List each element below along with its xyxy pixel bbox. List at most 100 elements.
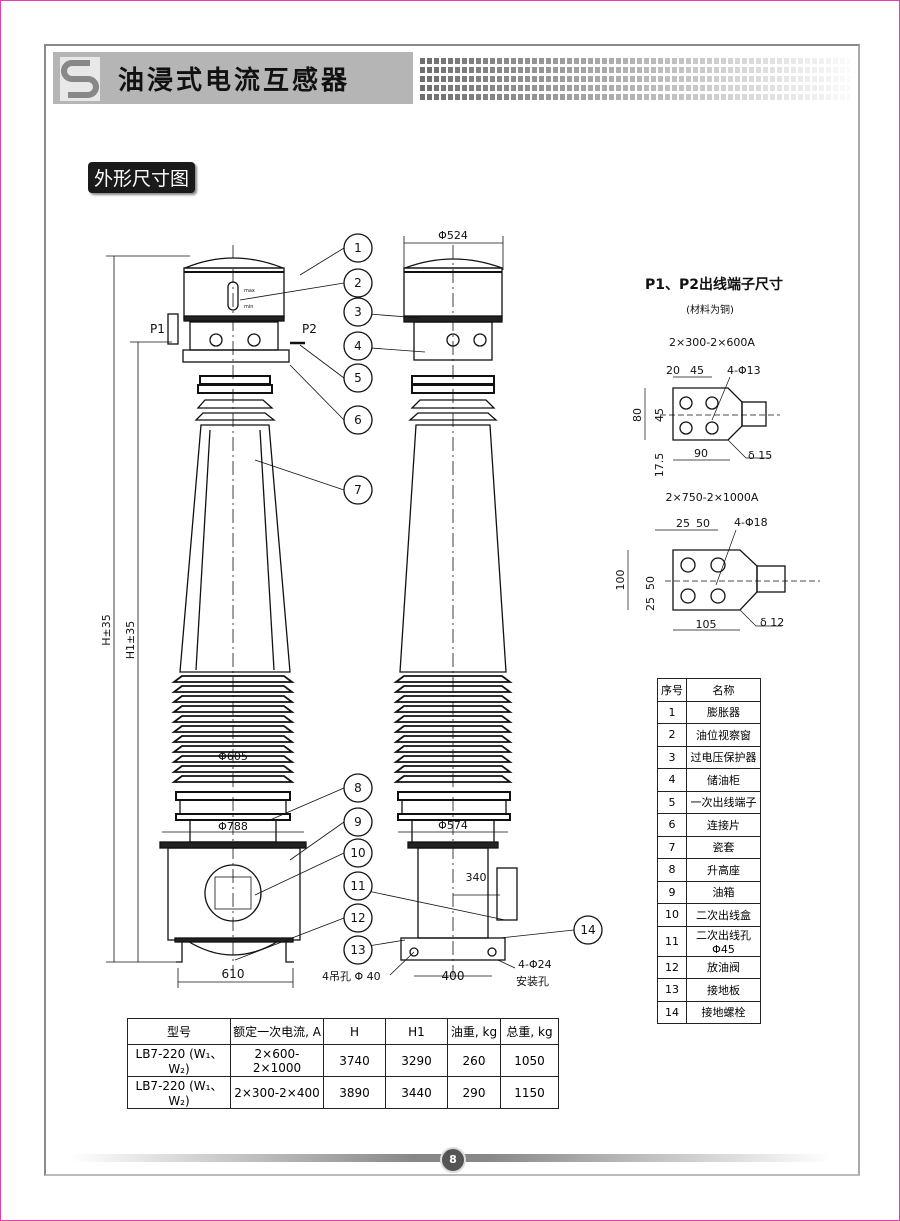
header-dot-pattern [420, 58, 850, 100]
table-cell: 3440 [385, 1076, 448, 1109]
dim-phi788: Φ788 [218, 820, 248, 833]
terminals-subtitle: (材料为铜) [686, 303, 734, 316]
callout-circle [343, 935, 373, 965]
dim-20: 20 [666, 364, 680, 377]
callout-number: 7 [354, 483, 362, 497]
lift-holes-label: 4吊孔 Φ 40 [322, 970, 381, 983]
leader-line [289, 364, 345, 421]
table-cell: 260 [447, 1044, 501, 1077]
table-cell: LB7-220 (W₁、W₂) [127, 1044, 231, 1077]
table-cell: 一次出线端子 [686, 790, 761, 814]
callout-circle [343, 838, 373, 868]
insulator-shed [171, 675, 295, 683]
thickness-15: δ 15 [748, 449, 772, 462]
page-title: 油浸式电流互感器 [118, 66, 351, 96]
insulator-shed [393, 745, 513, 753]
table-cell: 接地板 [686, 978, 761, 1002]
thickness-12: δ 12 [760, 616, 784, 629]
dim-90: 90 [694, 447, 708, 460]
dim-610: 610 [222, 967, 245, 981]
insulator-shed [171, 745, 295, 753]
leader-line [289, 821, 345, 861]
insulator-shed [393, 735, 513, 743]
header-cell: H [323, 1018, 386, 1045]
mount-holes-spec: 4-Φ24 [518, 958, 552, 971]
dim-phi605: Φ605 [218, 750, 248, 763]
callout-number: 10 [350, 846, 365, 860]
table-cell: 3 [657, 745, 687, 769]
page-number: 8 [440, 1147, 466, 1173]
callout-circle [343, 903, 373, 933]
header-cell: 额定一次电流, A [230, 1018, 324, 1045]
side-view: Φ524 Φ574 340 400 4吊孔 Φ 40 4-Φ24 安装孔 [322, 229, 552, 988]
callout-number: 3 [354, 305, 362, 319]
dim-phi524: Φ524 [438, 229, 468, 242]
leader-line [499, 929, 575, 939]
callout-circle [343, 405, 373, 435]
header-band [53, 52, 413, 104]
insulator-shed [171, 775, 295, 783]
table-cell: LB7-220 (W₁、W₂) [127, 1076, 231, 1109]
label-p1: P1 [150, 322, 165, 336]
callout-circle [343, 475, 373, 505]
table-cell: 6 [657, 813, 687, 837]
dim-400: 400 [442, 969, 465, 983]
table-cell: 13 [657, 978, 687, 1002]
callout-number: 2 [354, 276, 362, 290]
terminals-title: P1、P2出线端子尺寸 [645, 276, 783, 293]
insulator-shed [393, 705, 513, 713]
insulator-shed [171, 685, 295, 693]
table-header-row: 序号 名称 [657, 678, 761, 702]
section-label: 外形尺寸图 [88, 162, 196, 193]
table-cell: 连接片 [686, 813, 761, 837]
table-cell: 升高座 [686, 858, 761, 882]
table-cell: 14 [657, 1000, 687, 1024]
insulator-shed [171, 735, 295, 743]
table-cell: 290 [447, 1076, 501, 1109]
leader-line [254, 852, 345, 896]
dim-50-vertical: 50 [644, 576, 657, 590]
page-frame [44, 44, 860, 1176]
header-cell: 油重, kg [447, 1018, 501, 1045]
table-cell: 接地螺栓 [686, 1000, 761, 1024]
callout-number: 12 [350, 911, 365, 925]
table-cell: 4 [657, 768, 687, 792]
leader-line [299, 247, 345, 276]
spec-table: 型号 额定一次电流, A H H1 油重, kg 总重, kg LB7-220 … [127, 1018, 559, 1109]
insulator-shed [171, 765, 295, 773]
callout-number: 13 [350, 943, 365, 957]
header-cell: H1 [385, 1018, 448, 1045]
table-cell: 3290 [385, 1044, 448, 1077]
dim-h: H±35 [100, 614, 113, 646]
header-cell: 型号 [127, 1018, 231, 1045]
table-cell: 2×600-2×1000 [230, 1044, 324, 1077]
holes-phi18: 4-Φ18 [734, 516, 768, 529]
callout-circle [573, 915, 603, 945]
dim-25-vertical: 25 [644, 597, 657, 611]
small-terminal-label: 2×300-2×600A [669, 336, 755, 349]
insulator-shed [171, 725, 295, 733]
dim-17-5: 17.5 [653, 453, 666, 478]
insulator-shed [393, 715, 513, 723]
callout-circle [343, 773, 373, 803]
dim-45-horizontal: 45 [690, 364, 704, 377]
insulator-shed [393, 695, 513, 703]
table-cell: 瓷套 [686, 835, 761, 859]
leader-line [239, 282, 345, 301]
table-cell: 1150 [500, 1076, 559, 1109]
table-cell: 3740 [323, 1044, 386, 1077]
callout-circle [343, 331, 373, 361]
table-cell: 3890 [323, 1076, 386, 1109]
callout-circle [343, 807, 373, 837]
label-p2: P2 [302, 322, 317, 336]
table-cell: 过电压保护器 [686, 745, 761, 769]
table-cell: 膨胀器 [686, 700, 761, 724]
insulator-shed [171, 715, 295, 723]
